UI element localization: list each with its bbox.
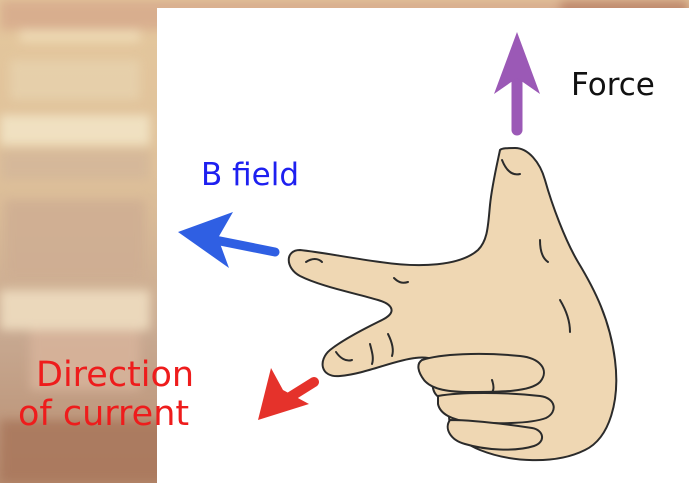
b-field-label: B field (201, 160, 299, 191)
force-label: Force (571, 70, 655, 101)
force-arrow (494, 32, 540, 130)
current-direction-label: Direction of current (18, 356, 268, 434)
left-hand-icon (289, 148, 617, 460)
current-direction-label-line2: of current (18, 395, 268, 434)
current-direction-label-line1: Direction (18, 356, 268, 395)
b-field-arrow (178, 212, 275, 268)
